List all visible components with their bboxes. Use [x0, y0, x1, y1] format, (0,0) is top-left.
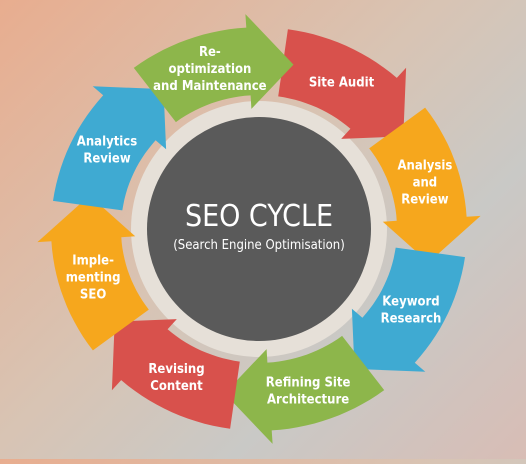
cycle-arrow-5 [111, 319, 240, 429]
cycle-step-label-line: Analysis [397, 158, 452, 173]
cycle-step-label-line: SEO [80, 288, 106, 303]
cycle-step-label-8: Re-optimization and Maintenance [153, 45, 267, 94]
cycle-arrow-4 [224, 335, 385, 444]
cycle-step-label-line: Review [401, 192, 449, 207]
cycle-step-label-1: Site Audit [309, 76, 375, 91]
center-subtitle: (Search Engine Optimisation) [173, 238, 345, 253]
cycle-step-label-line: and Maintenance [153, 79, 267, 94]
cycle-arrow-2 [369, 107, 481, 263]
cycle-arrow-8 [133, 14, 294, 123]
cycle-step-label-line: Content [150, 379, 203, 394]
cycle-step-label-line: Re- [199, 45, 221, 60]
cycle-arrow-6 [37, 195, 149, 351]
cycle-arrow-7 [53, 86, 167, 211]
cycle-step-label-line: Imple- [72, 254, 114, 269]
cycle-step-label-line: menting [66, 271, 121, 286]
cycle-step-label-line: and [413, 175, 438, 190]
cycle-step-label-line: Site Audit [309, 76, 375, 91]
cycle-arrow-3 [351, 247, 465, 372]
cycle-arrow-1 [278, 29, 407, 139]
cycle-step-label-line: Architecture [267, 392, 349, 407]
cycle-step-label-line: optimization [168, 62, 251, 77]
center-circle [147, 117, 371, 341]
cycle-step-label-line: Keyword [382, 295, 439, 310]
cycle-step-label-line: Refining Site [266, 375, 351, 390]
center-title: SEO CYCLE [185, 199, 333, 234]
cycle-step-label-line: Research [381, 312, 442, 327]
cycle-step-label-line: Analytics [77, 134, 137, 149]
cycle-step-label-line: Revising [148, 362, 204, 377]
cycle-step-label-line: Review [83, 151, 131, 166]
